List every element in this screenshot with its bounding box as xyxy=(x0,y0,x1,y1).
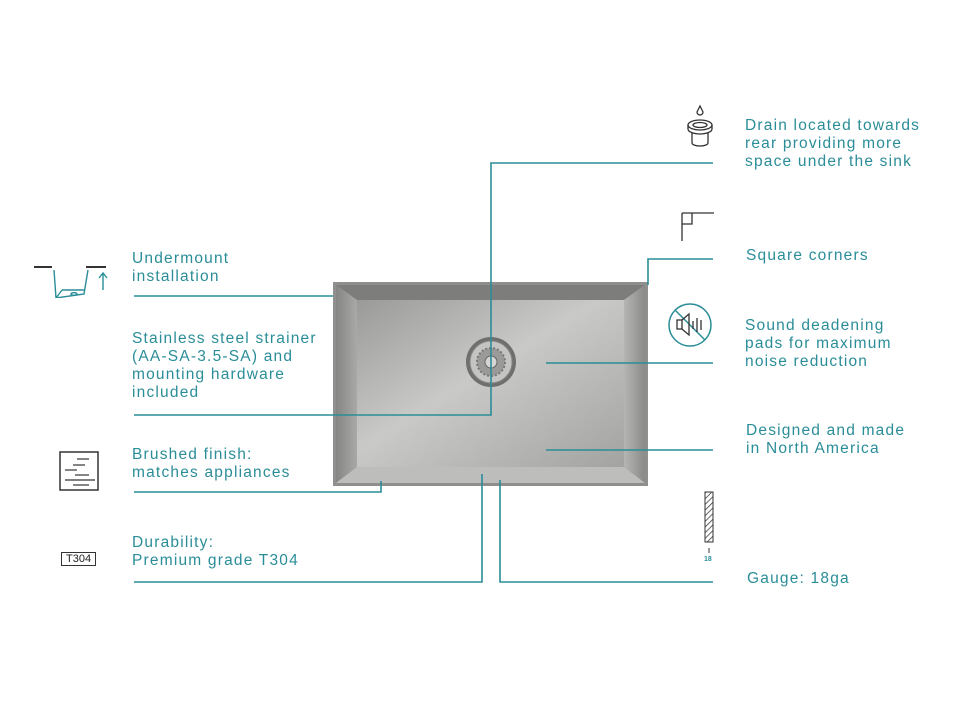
feature-brushed-finish: Brushed finish: matches appliances xyxy=(132,446,291,481)
feature-durability: Durability: Premium grade T304 xyxy=(132,534,299,569)
feature-sound-deadening: Sound deadening pads for maximum noise r… xyxy=(745,317,892,370)
square-corner-icon xyxy=(681,212,714,241)
sink-wall-right xyxy=(624,285,645,483)
gauge-icon xyxy=(704,491,714,553)
feature-drain: Drain located towards rear providing mor… xyxy=(745,117,921,170)
sound-muted-icon xyxy=(668,303,712,347)
sink-wall-front xyxy=(336,467,645,483)
sink-wall-left xyxy=(336,285,357,483)
t304-badge-icon: T304 xyxy=(61,552,97,566)
drain-icon xyxy=(687,104,713,147)
feature-gauge: Gauge: 18ga xyxy=(747,570,850,587)
feature-square-corners: Square corners xyxy=(746,247,869,264)
feature-undermount: Undermount installation xyxy=(132,250,230,285)
gauge-number: 18 xyxy=(704,556,712,563)
undermount-icon xyxy=(34,266,108,298)
leader-lines xyxy=(134,162,713,583)
feature-made-in-na: Designed and made in North America xyxy=(746,422,906,457)
feature-strainer: Stainless steel strainer (AA-SA-3.5-SA) … xyxy=(132,330,317,401)
brushed-finish-icon xyxy=(59,451,99,491)
